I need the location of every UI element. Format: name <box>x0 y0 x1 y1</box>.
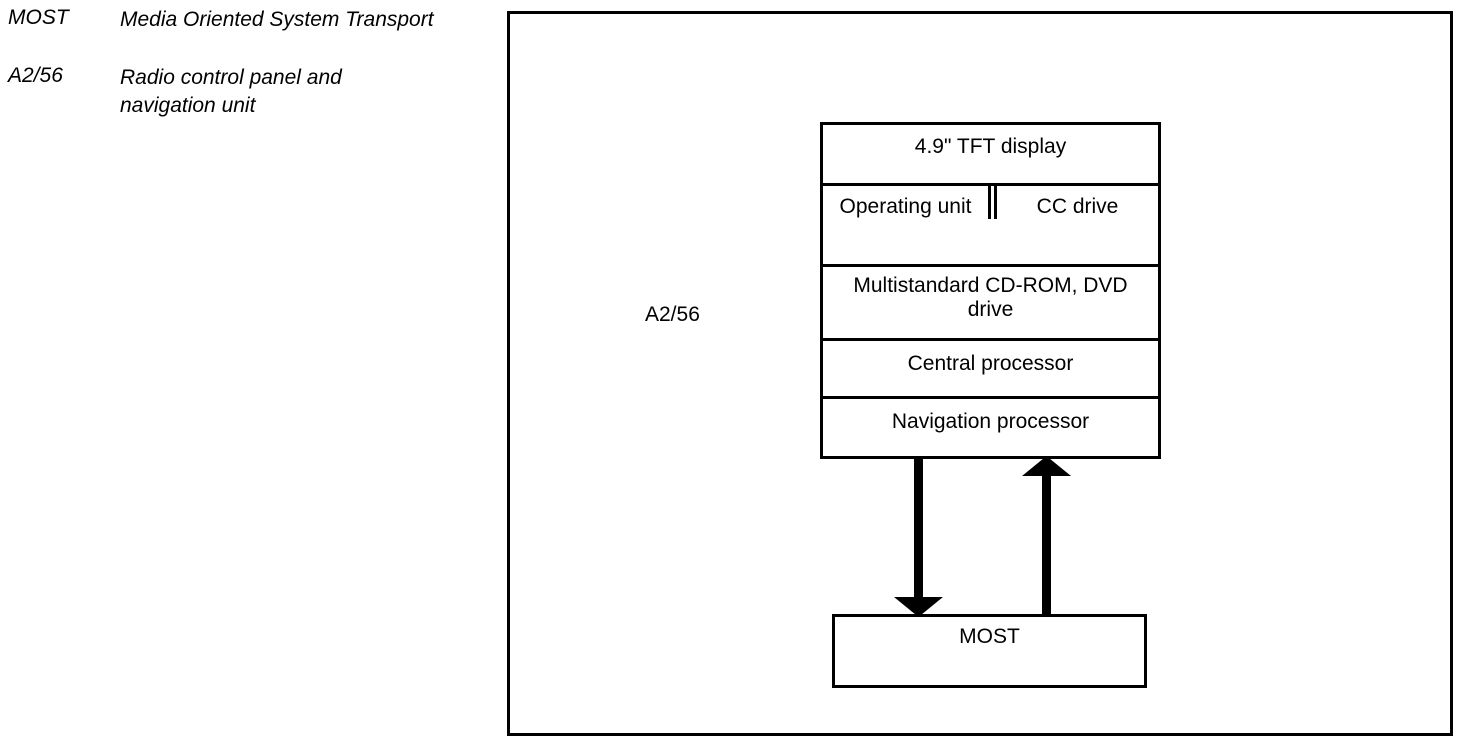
arrow-up-icon <box>1022 456 1071 614</box>
block-label: CC drive <box>1036 195 1119 218</box>
block-row-split: Operating unit CC drive <box>823 183 1158 264</box>
block-cc-drive: CC drive <box>994 186 1158 219</box>
device-label: A2/56 <box>645 303 700 326</box>
block-operating-unit: Operating unit <box>823 186 991 219</box>
block-label: 4.9" TFT display <box>914 135 1067 158</box>
legend-term: MOST <box>8 6 69 29</box>
unit-stack: 4.9" TFT display Operating unit CC drive… <box>820 122 1161 459</box>
block-label: Multistandard CD-ROM, DVD drive <box>853 274 1128 321</box>
block-central-processor: Central processor <box>823 338 1158 396</box>
block-cdrom-dvd-drive: Multistandard CD-ROM, DVD drive <box>823 264 1158 338</box>
block-label: Central processor <box>907 352 1074 375</box>
legend-definition: Radio control panel and navigation unit <box>120 66 342 117</box>
block-tft-display: 4.9" TFT display <box>823 125 1158 183</box>
most-bus-box: MOST <box>832 614 1147 688</box>
arrow-down-icon <box>894 459 943 617</box>
block-label: Navigation processor <box>891 410 1090 433</box>
bus-label: MOST <box>959 625 1020 648</box>
diagram-frame <box>507 11 1453 736</box>
block-navigation-processor: Navigation processor <box>823 396 1158 456</box>
legend-term: A2/56 <box>8 64 63 87</box>
block-label: Operating unit <box>839 195 972 218</box>
legend-definition: Media Oriented System Transport <box>120 8 434 31</box>
